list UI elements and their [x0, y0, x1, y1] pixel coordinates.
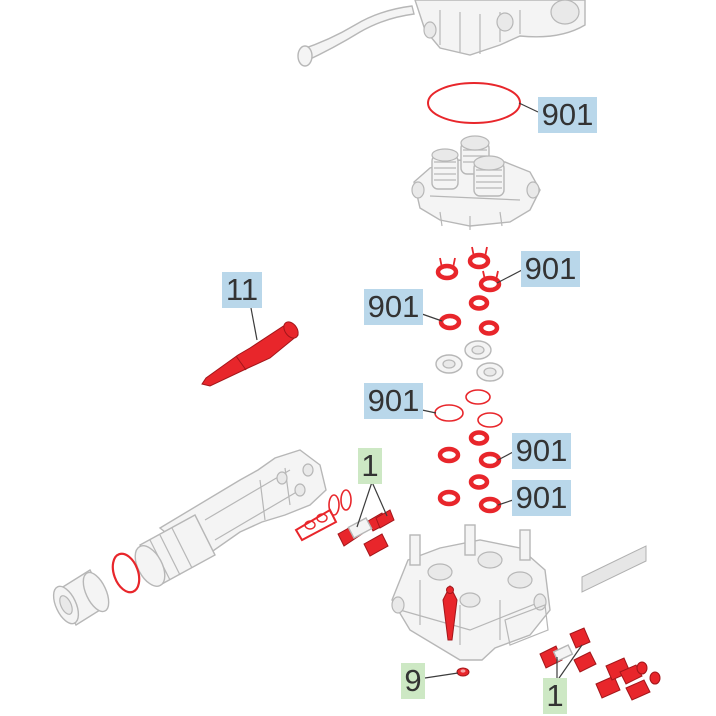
pump-handle	[297, 5, 415, 67]
seal-ring	[438, 313, 462, 331]
lower-seal-rings	[437, 430, 502, 514]
outlet-nut	[52, 569, 110, 626]
callout-901-upper-seal: 901	[521, 251, 580, 287]
seal-ring	[468, 295, 490, 311]
piston-a	[431, 148, 459, 190]
large-o-ring	[427, 82, 521, 124]
seal-ring	[478, 320, 500, 336]
thin-o-rings	[434, 389, 503, 428]
callout-901-large-o-ring: 901	[538, 97, 597, 133]
pump-manifold	[391, 524, 551, 661]
piston-guides	[435, 340, 504, 382]
outlet-sleeve	[134, 514, 216, 587]
cone-tool	[201, 321, 299, 387]
callout-11-cone-tool: 11	[222, 272, 262, 308]
callout-1-valve-inserts-left: 1	[358, 448, 382, 484]
callout-9-small-seal: 9	[401, 663, 425, 699]
small-seal-part	[456, 667, 470, 677]
callout-901-lower-seal-b: 901	[512, 480, 571, 516]
leader-lines	[250, 102, 583, 682]
valve-insert-group-right	[539, 627, 661, 701]
valve-seal-tabbed-top	[467, 246, 491, 270]
valve-insert-pair-left	[337, 509, 395, 557]
pump-head-housing	[414, 0, 586, 56]
seal-strip	[581, 545, 647, 593]
piston-c	[473, 155, 505, 197]
outlet-gasket-set	[294, 489, 352, 542]
valve-seal-tabbed-right	[478, 270, 502, 293]
callout-901-left-seal: 901	[364, 289, 423, 325]
outlet-o-ring	[111, 552, 141, 594]
seal-stack	[435, 246, 502, 336]
callout-1-valve-inserts-right: 1	[543, 678, 567, 714]
callout-901-lower-seal-a: 901	[512, 433, 571, 469]
callout-901-thin-o-ring: 901	[364, 383, 423, 419]
valve-seal-tabbed-left	[435, 257, 459, 281]
